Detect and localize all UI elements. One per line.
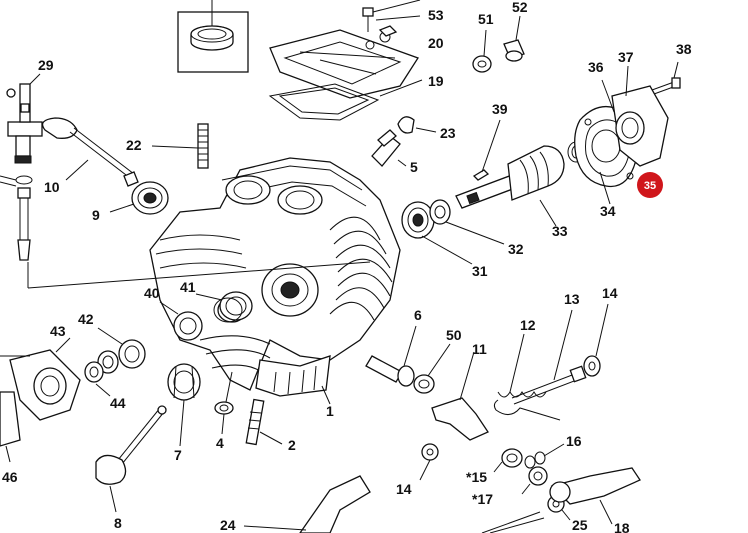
part-label-39: 39 — [492, 101, 508, 117]
part-label-14-lower: 14 — [396, 481, 412, 497]
washer-14b — [419, 443, 439, 481]
part-label-44: 44 — [110, 395, 126, 411]
part-label-15: *15 — [466, 469, 487, 485]
tube-6 — [365, 325, 417, 387]
key-39 — [472, 119, 501, 181]
part-label-33: 33 — [552, 223, 568, 239]
part-label-7: 7 — [174, 447, 182, 463]
bearing-9 — [109, 181, 169, 215]
highlight-badge-label: 35 — [644, 180, 656, 192]
part-label-5: 5 — [410, 159, 418, 175]
part-label-46: 46 — [2, 469, 18, 485]
washer-14a — [583, 303, 609, 377]
part-label-36: 36 — [588, 59, 604, 75]
bush-17 — [521, 466, 548, 495]
part-label-22: 22 — [126, 137, 142, 153]
lever-11 — [431, 351, 489, 441]
part-label-13: 13 — [564, 291, 580, 307]
part-label-12: 12 — [520, 317, 536, 333]
part-label-19: 19 — [428, 73, 444, 89]
valve-8 — [95, 405, 167, 513]
part-label-16: 16 — [566, 433, 582, 449]
shaft-13 — [511, 309, 587, 405]
part-label-38: 38 — [676, 41, 692, 57]
nut-52 — [503, 15, 525, 62]
part-label-17: *17 — [472, 491, 493, 507]
part-label-20: 20 — [428, 35, 444, 51]
part-label-4: 4 — [216, 435, 224, 451]
lever-18 — [549, 467, 641, 525]
spring-16 — [524, 443, 565, 469]
part-label-10: 10 — [44, 179, 60, 195]
part-label-2: 2 — [288, 437, 296, 453]
part-label-23: 23 — [440, 125, 456, 141]
screw-38 — [651, 61, 681, 95]
bearing-42 — [97, 327, 146, 369]
valve-10 — [41, 117, 139, 187]
part-label-34: 34 — [600, 203, 616, 219]
part-label-25: 25 — [572, 517, 588, 533]
highlight-badge-35[interactable]: 35 — [637, 172, 663, 198]
part-label-50: 50 — [446, 327, 462, 343]
seal-40 — [159, 301, 203, 341]
part-label-9: 9 — [92, 207, 100, 223]
part-label-1: 1 — [326, 403, 334, 419]
part-label-18: 18 — [614, 520, 630, 533]
part-label-11: 11 — [472, 341, 487, 357]
cylinder-head — [149, 157, 401, 405]
valve-cover — [269, 25, 419, 99]
bracket-24 — [243, 475, 371, 533]
part-label-29: 29 — [38, 57, 54, 73]
rod-lower — [481, 511, 545, 533]
assembly-leader — [27, 261, 371, 289]
stud-22 — [151, 123, 209, 169]
cover-gasket — [268, 79, 423, 121]
push-rod-left — [0, 175, 33, 261]
part-label-51: 51 — [478, 11, 494, 27]
tube-5 — [371, 129, 407, 167]
inset-seal-box — [177, 0, 249, 73]
seal-32 — [429, 199, 505, 245]
part-label-41: 41 — [180, 279, 196, 295]
highlight-badge-circle — [637, 172, 663, 198]
part-label-6: 6 — [414, 307, 422, 323]
part-label-52: 52 — [512, 0, 528, 15]
part-label-32: 32 — [508, 241, 524, 257]
washer-44 — [84, 350, 119, 397]
bush-15 — [493, 448, 523, 473]
nut-4 — [214, 371, 234, 435]
part-46 — [0, 391, 21, 463]
flange-43 — [9, 337, 81, 421]
part-labels: 53 20 19 23 5 51 52 38 37 36 39 34 33 32… — [2, 0, 692, 533]
part-label-37: 37 — [618, 49, 634, 65]
stud-2 — [245, 398, 283, 446]
part-label-42: 42 — [78, 311, 94, 327]
cage-7 — [167, 363, 201, 447]
washer-51 — [472, 29, 492, 73]
part-41 — [195, 291, 253, 323]
part-label-40: 40 — [144, 285, 160, 301]
rocker-arm-29 — [6, 73, 43, 164]
part-label-24: 24 — [220, 517, 236, 533]
part-label-43: 43 — [50, 323, 66, 339]
shaft-33 — [455, 145, 565, 227]
cap-23 — [397, 116, 437, 134]
seal-50 — [413, 343, 451, 394]
part-label-31: 31 — [472, 263, 488, 279]
cover-37 — [601, 65, 669, 167]
part-label-8: 8 — [114, 515, 122, 531]
part-label-53: 53 — [428, 7, 444, 23]
part-label-14-upper: 14 — [602, 285, 618, 301]
spring-12 — [493, 333, 561, 421]
screw-53 — [362, 0, 421, 32]
